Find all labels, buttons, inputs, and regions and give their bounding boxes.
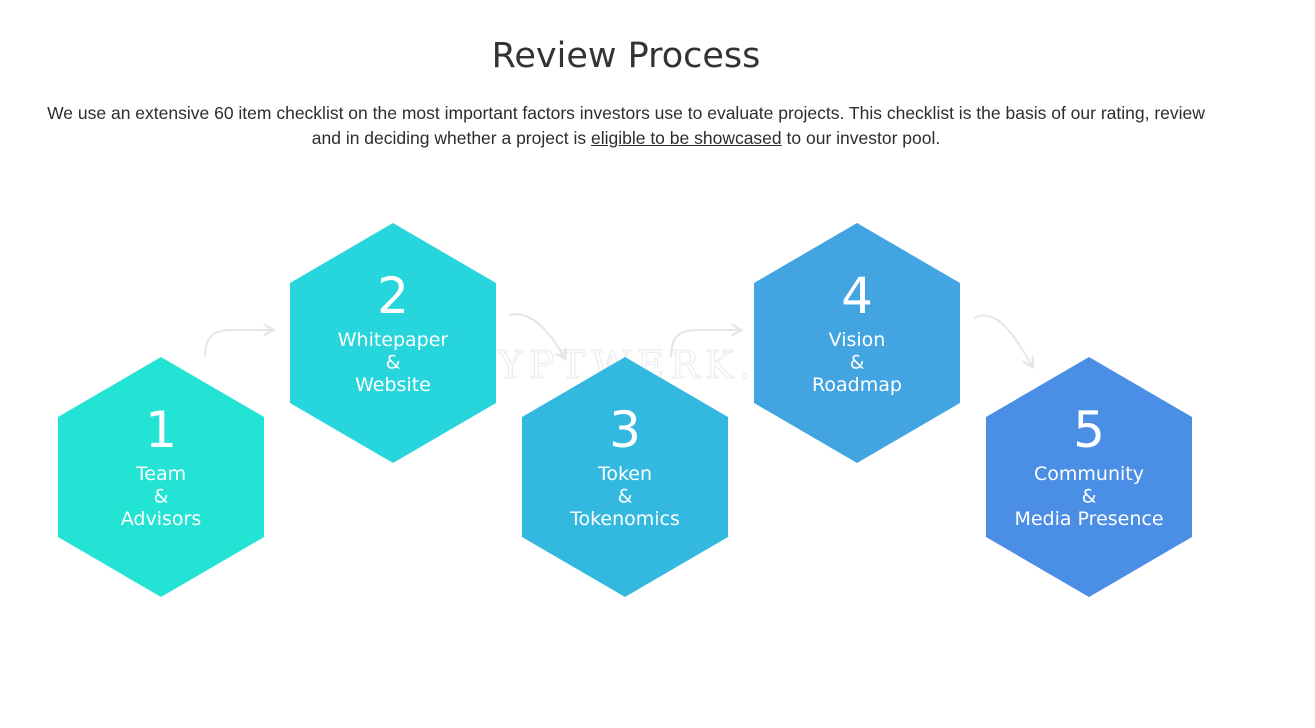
step-4-label-line-2: & [850,352,865,374]
step-4-label-line-3: Roadmap [812,374,902,396]
step-2-hexagon [290,223,496,463]
connector-arrow-3-4 [670,323,744,358]
step-2-label-line-1: Whitepaper [338,329,449,351]
step-5-label-line-3: Media Presence [1014,508,1163,530]
step-5-label-line-1: Community [1034,463,1144,485]
connector-arrow-1-2 [204,323,276,358]
step-1-label-line-2: & [154,486,169,508]
eligible-to-be-showcased-link[interactable]: eligible to be showcased [590,128,782,148]
step-3-number: 3 [609,401,641,459]
step-4-label-line-1: Vision [829,329,886,351]
step-2-label-line-2: & [386,352,401,374]
step-3-hexagon [522,357,728,597]
step-3-label-line-2: & [618,486,633,508]
step-1-label-line-3: Advisors [121,508,201,530]
step-1-label-line-1: Team [135,463,186,485]
step-5-label-line-2: & [1082,486,1097,508]
intro-paragraph: We use an extensive 60 item checklist on… [40,101,1212,151]
step-2-number: 2 [377,267,409,325]
intro-text-end: to our investor pool. [781,128,941,148]
step-3-label-line-3: Tokenomics [569,508,680,530]
intro-text-start: We use an extensive 60 item checklist on… [47,103,1205,148]
connector-arrow-2-3 [508,313,567,362]
page-title: Review Process [491,36,761,76]
step-2-label-line-3: Website [355,374,431,396]
step-1-number: 1 [145,401,177,459]
step-3-label-line-1: Token [597,463,652,485]
step-5-number: 5 [1073,401,1105,459]
step-4-number: 4 [841,267,873,325]
step-1-hexagon [58,357,264,597]
step-4-hexagon [754,223,960,463]
step-5-hexagon [986,357,1192,597]
steps-group: 1Team&Advisors2Whitepaper&Website3Token&… [58,223,1192,597]
connector-arrow-4-5 [973,314,1034,370]
